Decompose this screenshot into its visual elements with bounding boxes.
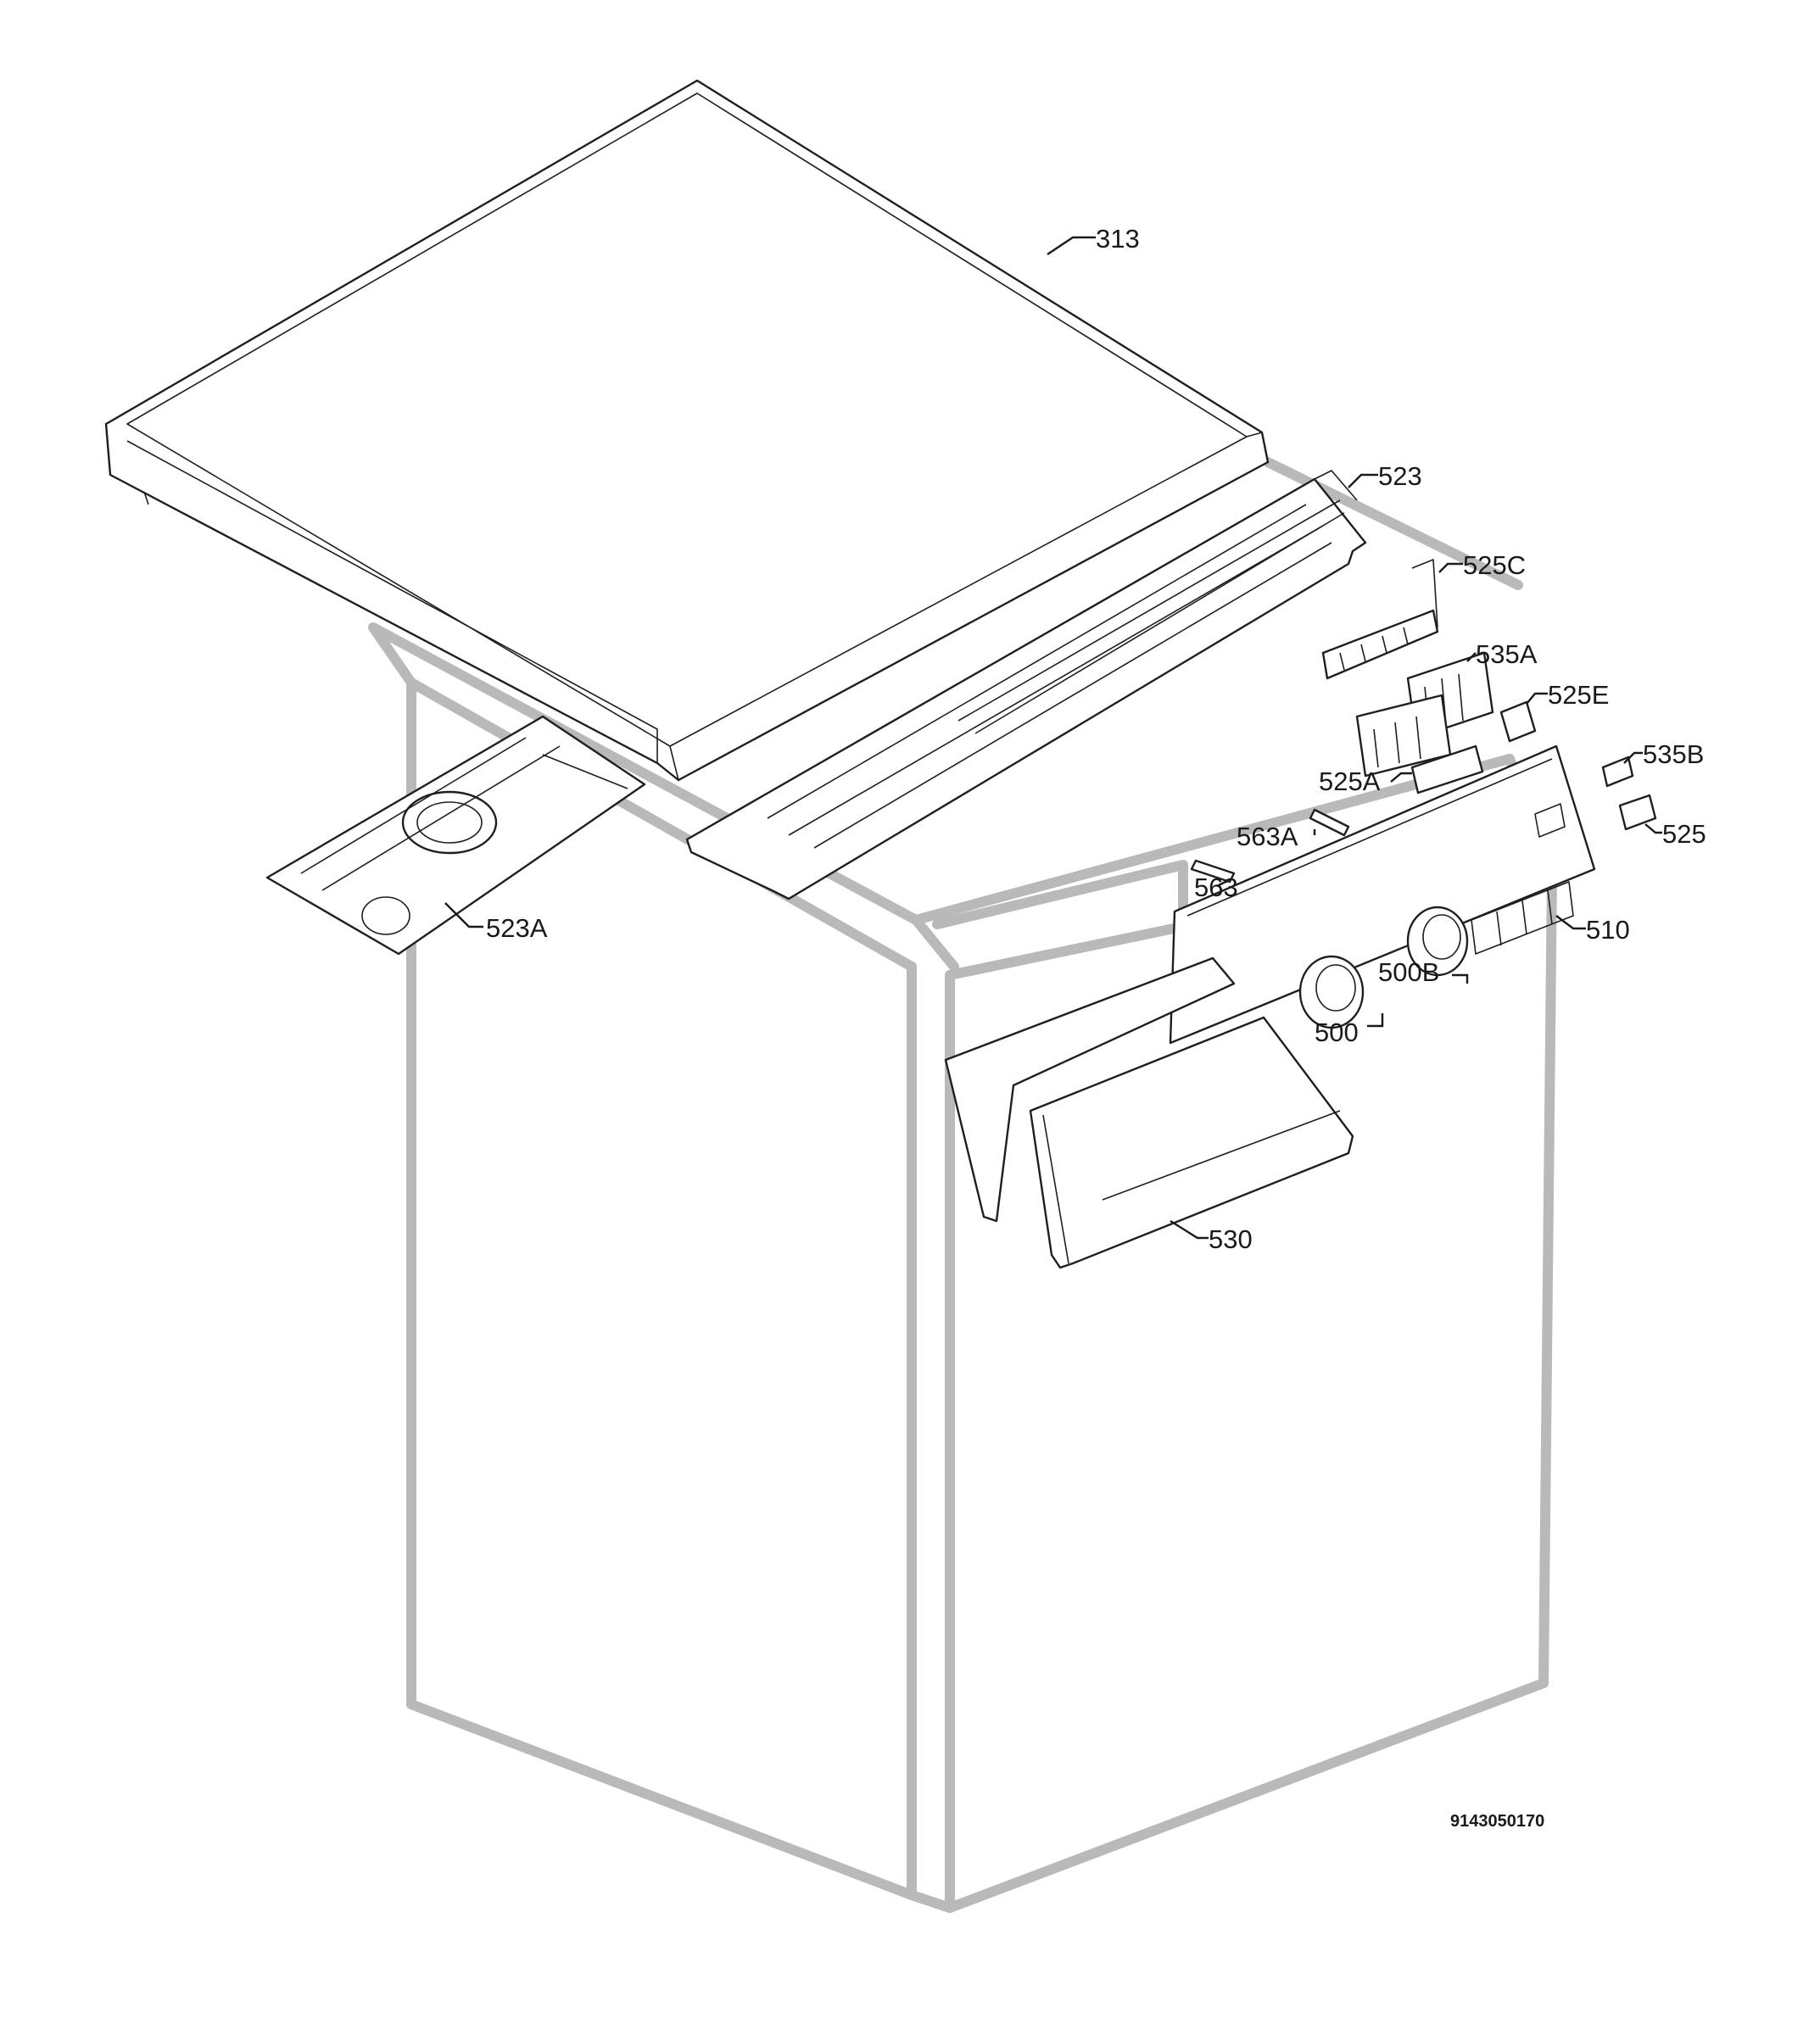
board-525C — [1321, 559, 1439, 680]
pin-563 — [1190, 859, 1236, 884]
rail-523 — [685, 470, 1367, 900]
drawing-code: 9143050170 — [1450, 1812, 1544, 1831]
knob-500 — [1298, 955, 1365, 1029]
callout-525E: 525E — [1526, 680, 1609, 710]
knob-500B — [1406, 906, 1469, 977]
label-535B: 535B — [1643, 739, 1704, 769]
part-535B-shape — [1601, 755, 1634, 788]
label-563: 563 — [1194, 873, 1238, 902]
callout-500: 500 — [1315, 1013, 1384, 1047]
callout-313: 313 — [1047, 224, 1140, 255]
label-500: 500 — [1315, 1018, 1359, 1047]
label-525A: 525A — [1319, 767, 1381, 796]
knob-525E — [1499, 700, 1537, 743]
callout-525A: 525A — [1319, 767, 1412, 796]
callout-525C: 525C — [1438, 550, 1526, 580]
label-535A: 535A — [1476, 639, 1538, 669]
callout-563A: 563A — [1237, 822, 1316, 851]
callout-523A: 523A — [444, 902, 548, 943]
callout-525: 525 — [1644, 819, 1706, 849]
callout-530: 530 — [1170, 1219, 1253, 1254]
callouts: 313 523 525C 535A 525E 535B 525A 525 — [444, 224, 1706, 1254]
callout-535A: 535A — [1466, 639, 1538, 669]
callout-510: 510 — [1555, 915, 1630, 945]
drawer-530 — [944, 956, 1354, 1269]
rail-523A — [265, 715, 646, 956]
label-500B: 500B — [1378, 957, 1439, 987]
callout-500B: 500B — [1378, 957, 1469, 987]
label-525E: 525E — [1548, 680, 1609, 710]
callout-563: 563 — [1194, 873, 1238, 902]
board-525A — [1355, 694, 1484, 794]
label-313: 313 — [1096, 224, 1140, 254]
pin-563A — [1309, 808, 1350, 837]
label-510: 510 — [1586, 915, 1630, 945]
label-563A: 563A — [1237, 822, 1298, 851]
label-525: 525 — [1662, 819, 1706, 849]
label-523A: 523A — [486, 913, 548, 943]
callout-535B: 535B — [1623, 739, 1704, 769]
lid-313 — [104, 79, 1270, 782]
part-525-shape — [1618, 794, 1657, 831]
callout-523: 523 — [1348, 461, 1422, 491]
label-525C: 525C — [1463, 550, 1526, 580]
label-523: 523 — [1378, 461, 1422, 491]
label-530: 530 — [1209, 1224, 1253, 1254]
